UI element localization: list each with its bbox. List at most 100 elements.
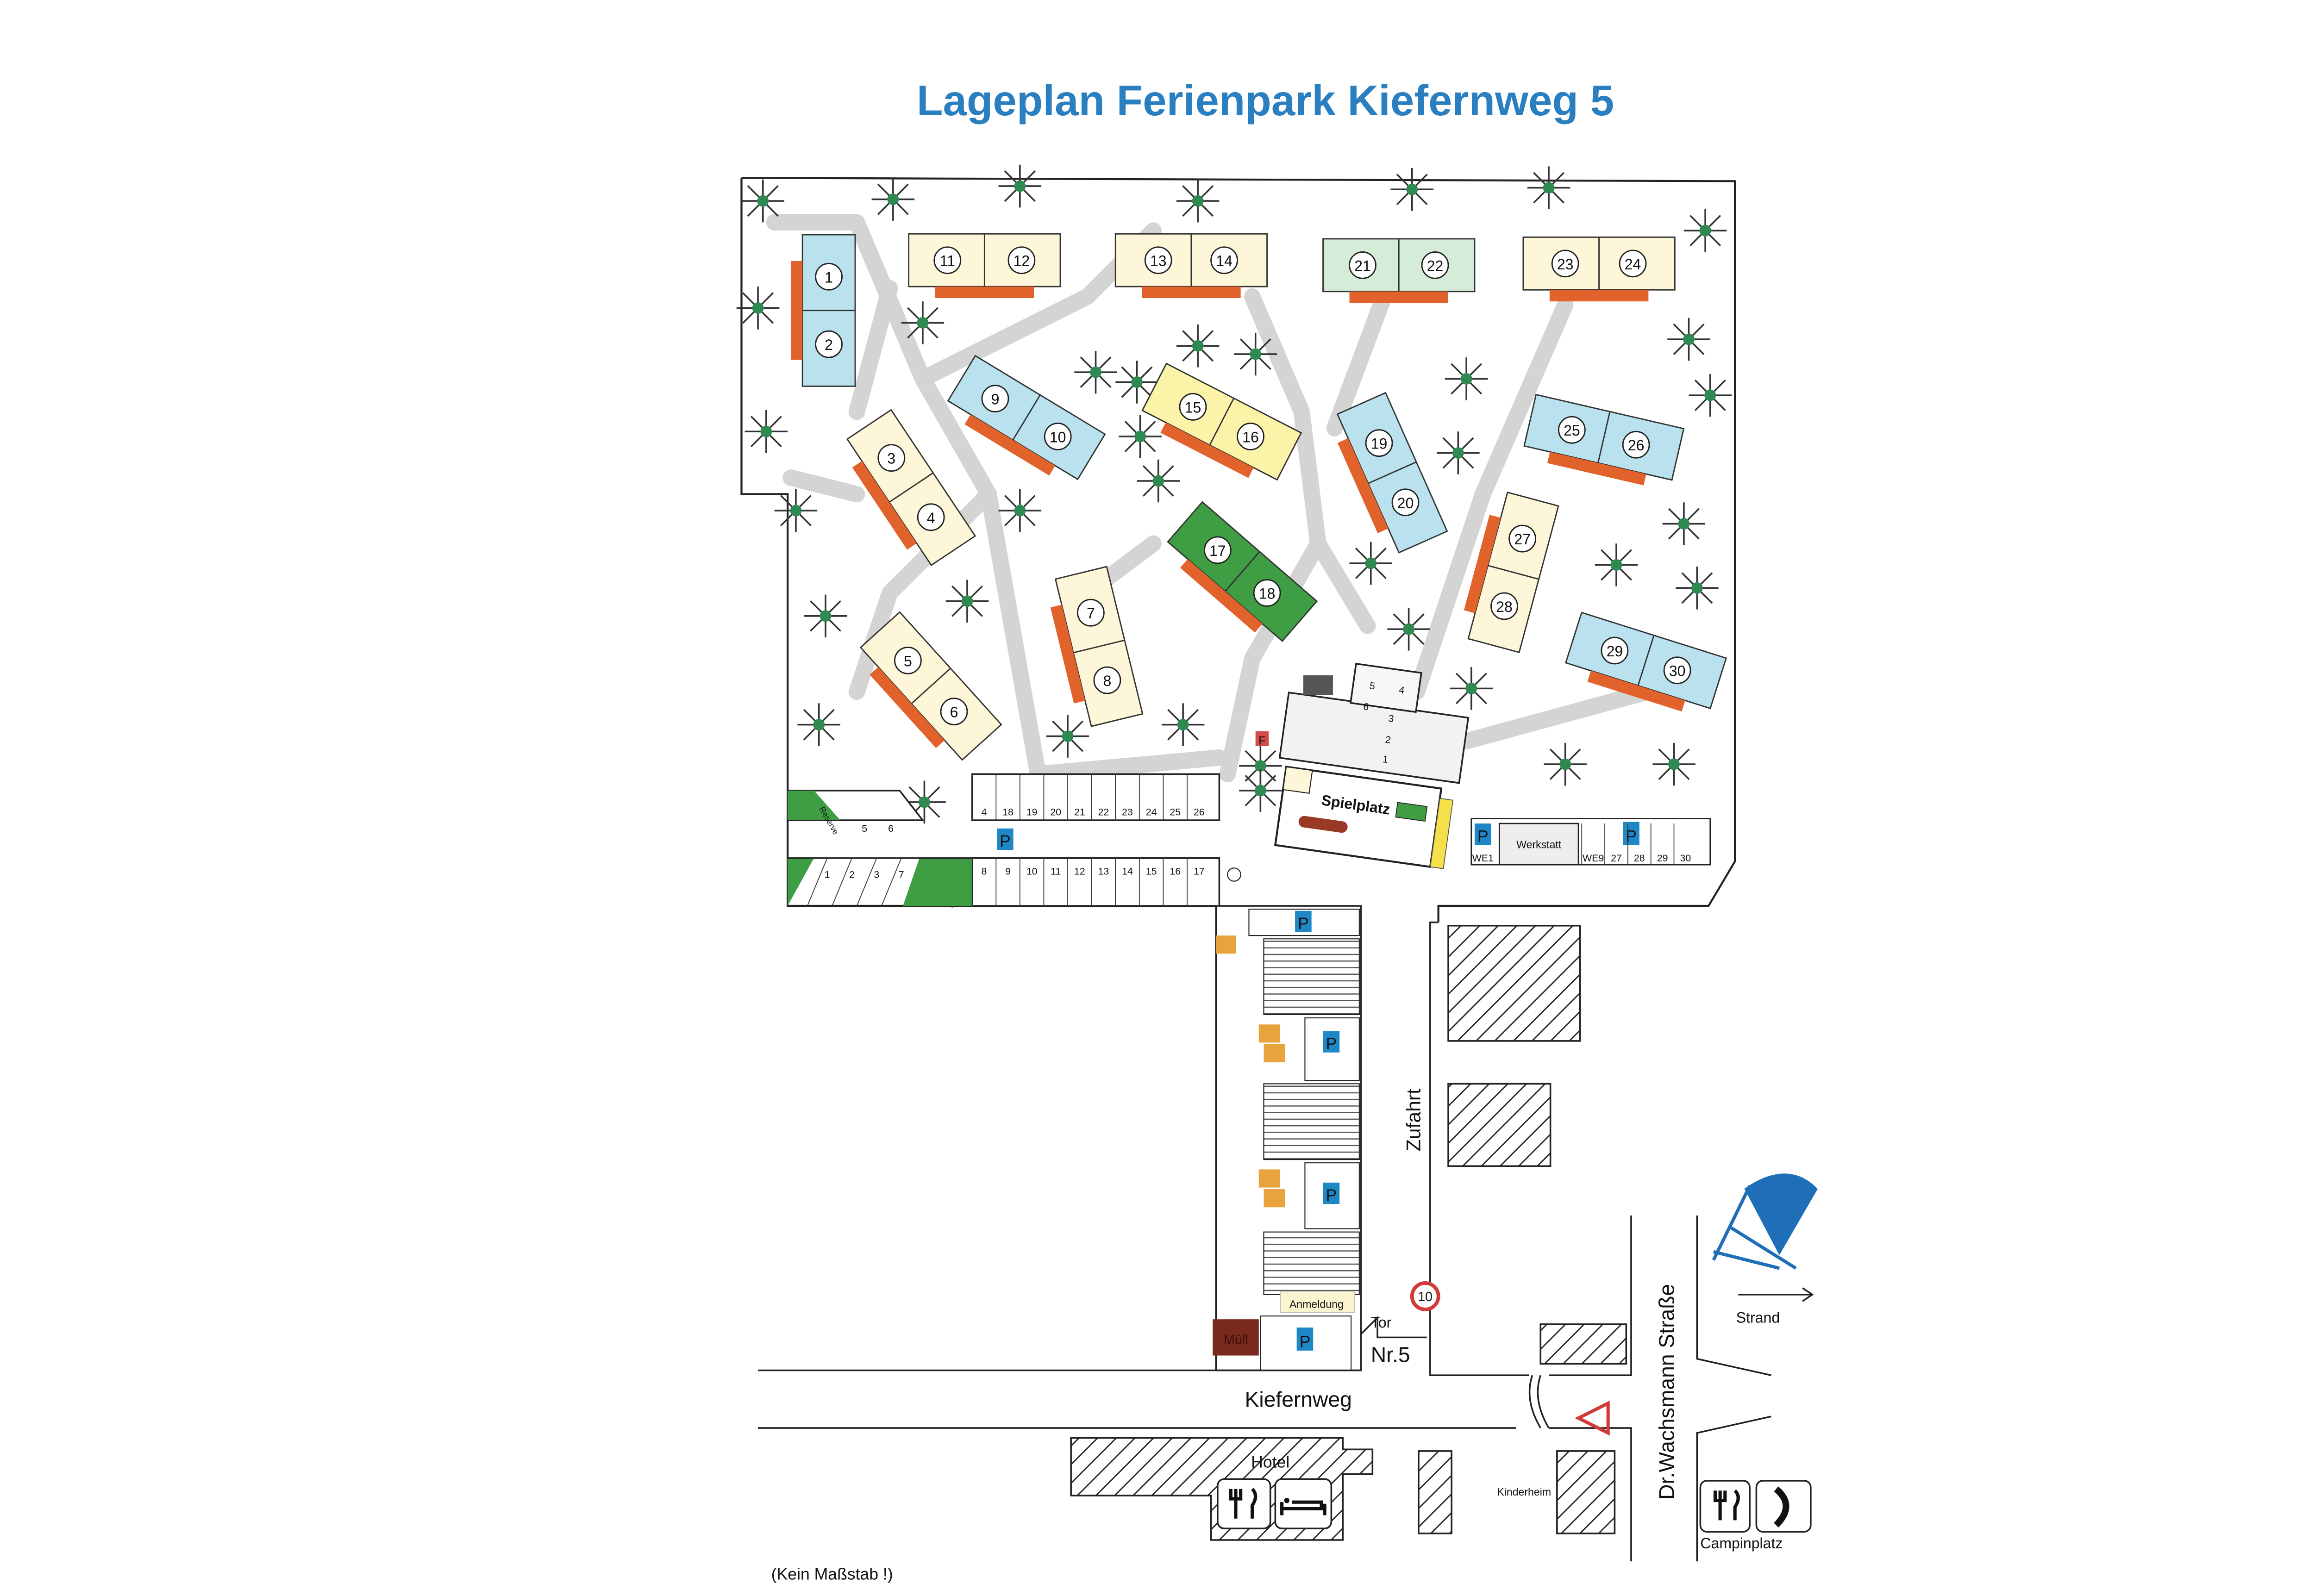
tree-icon: [901, 301, 945, 344]
tree-icon: [998, 164, 1042, 208]
parking-slot: 29: [1657, 853, 1668, 864]
speed-limit-sign: 10: [1410, 1281, 1440, 1311]
parking-slot: 3: [874, 869, 879, 880]
tree-icon: [1676, 567, 1719, 610]
tree-icon: [1652, 742, 1696, 786]
house-number: 25: [1564, 422, 1580, 439]
tree-icon: [1349, 542, 1393, 585]
parking-slot: 6: [888, 823, 894, 834]
house-number: 6: [950, 704, 958, 721]
tree-icon: [1450, 667, 1493, 710]
registration[interactable]: [1280, 1291, 1355, 1313]
tree-icon: [1115, 361, 1158, 404]
parking-sign: P: [1298, 914, 1309, 933]
parking-slot: 8: [982, 866, 987, 877]
tree-icon: [1119, 415, 1162, 458]
street-label-wachsmann: Dr.Wachsmann Straße: [1654, 1284, 1678, 1500]
parking-sign: P: [1477, 827, 1489, 845]
house-number: 23: [1557, 256, 1574, 273]
house-9-10[interactable]: 910: [942, 355, 1106, 489]
hotel-label: Hotel: [1251, 1453, 1289, 1471]
tree-icon: [736, 287, 780, 330]
waste-area: [1213, 1319, 1259, 1356]
parking-slot: 27: [1611, 853, 1622, 864]
tree-icon: [1390, 168, 1433, 211]
tree-icon: [797, 703, 840, 746]
parking-slot: 7: [899, 869, 904, 880]
house-11-12[interactable]: 11 12: [908, 233, 1061, 299]
house-number: 24: [1625, 256, 1641, 273]
building: [1447, 924, 1581, 1042]
parking-slot: WE9: [1583, 853, 1604, 864]
childrens-home-building: [1556, 1450, 1616, 1534]
parking-slot: 28: [1634, 853, 1645, 864]
tree-icon: [1387, 608, 1430, 651]
house-number: 19: [1371, 436, 1388, 452]
tree-icon: [1176, 324, 1220, 368]
house-1-2[interactable]: 12: [791, 234, 856, 387]
playground[interactable]: Spielplatz: [1274, 766, 1454, 869]
tree-icon: [945, 580, 989, 623]
house-number: 18: [1259, 585, 1276, 602]
street-label-kiefernweg: Kiefernweg: [1245, 1387, 1352, 1411]
house-number: 17: [1209, 542, 1226, 559]
parking-slot: 20: [1050, 806, 1061, 817]
parking-sign: P: [1626, 827, 1637, 845]
parking-slot: 22: [1098, 806, 1109, 817]
parking-slot: 13: [1098, 866, 1109, 877]
house-number: 12: [1014, 253, 1030, 269]
parking-slot: 15: [1146, 866, 1157, 877]
parking-slot-we1: WE1: [1472, 853, 1494, 864]
registration-label: Anmeldung: [1289, 1298, 1344, 1310]
house-number: 16: [1242, 429, 1259, 445]
sanitary-room-number: 1: [1382, 754, 1389, 765]
parking-slot: 4: [982, 806, 987, 817]
footpaths: [766, 214, 1656, 783]
house-23-24[interactable]: 23 24: [1522, 236, 1676, 302]
parking-slot: 10: [1026, 866, 1038, 877]
trees: [736, 164, 1732, 908]
parking-slot: 25: [1170, 806, 1181, 817]
parking-slot: 11: [1051, 866, 1061, 877]
parking-slot: 12: [1074, 866, 1085, 877]
tree-icon: [1544, 742, 1587, 786]
house-number-label: Nr.5: [1371, 1343, 1410, 1367]
parking-slot: 24: [1146, 806, 1157, 817]
tree-icon: [1239, 769, 1282, 812]
parking-slot: 26: [1194, 806, 1205, 817]
parking-slot: 16: [1170, 866, 1181, 877]
house-13-14[interactable]: 13 14: [1114, 233, 1268, 299]
parking-slot: 30: [1680, 853, 1691, 864]
house-number: 14: [1216, 253, 1233, 269]
sanitary-room-number: 2: [1384, 734, 1391, 746]
house-7-8[interactable]: 78: [1044, 566, 1144, 729]
bed-icon: [1274, 1478, 1333, 1529]
house-number: 1: [825, 269, 833, 286]
tree-icon: [745, 410, 788, 453]
house-5-6[interactable]: 56: [852, 611, 1002, 767]
tree-icon: [1683, 209, 1727, 252]
restaurant-icon: [1217, 1478, 1271, 1529]
tree-icon: [1527, 166, 1570, 209]
beach-label: Strand: [1736, 1309, 1780, 1326]
house-number: 13: [1150, 253, 1167, 269]
tree-icon: [871, 178, 915, 221]
parking-slot: 21: [1074, 806, 1085, 817]
tree-icon: [1667, 318, 1710, 361]
page-title: Lageplan Ferienpark Kiefernweg 5: [917, 76, 1614, 125]
tree-icon: [998, 489, 1042, 532]
house-3-4[interactable]: 34: [838, 409, 976, 571]
sanitary-room-number: 5: [1369, 680, 1376, 692]
house-number: 11: [940, 253, 955, 269]
parking-slot: 23: [1122, 806, 1133, 817]
house-number: 21: [1354, 257, 1371, 274]
